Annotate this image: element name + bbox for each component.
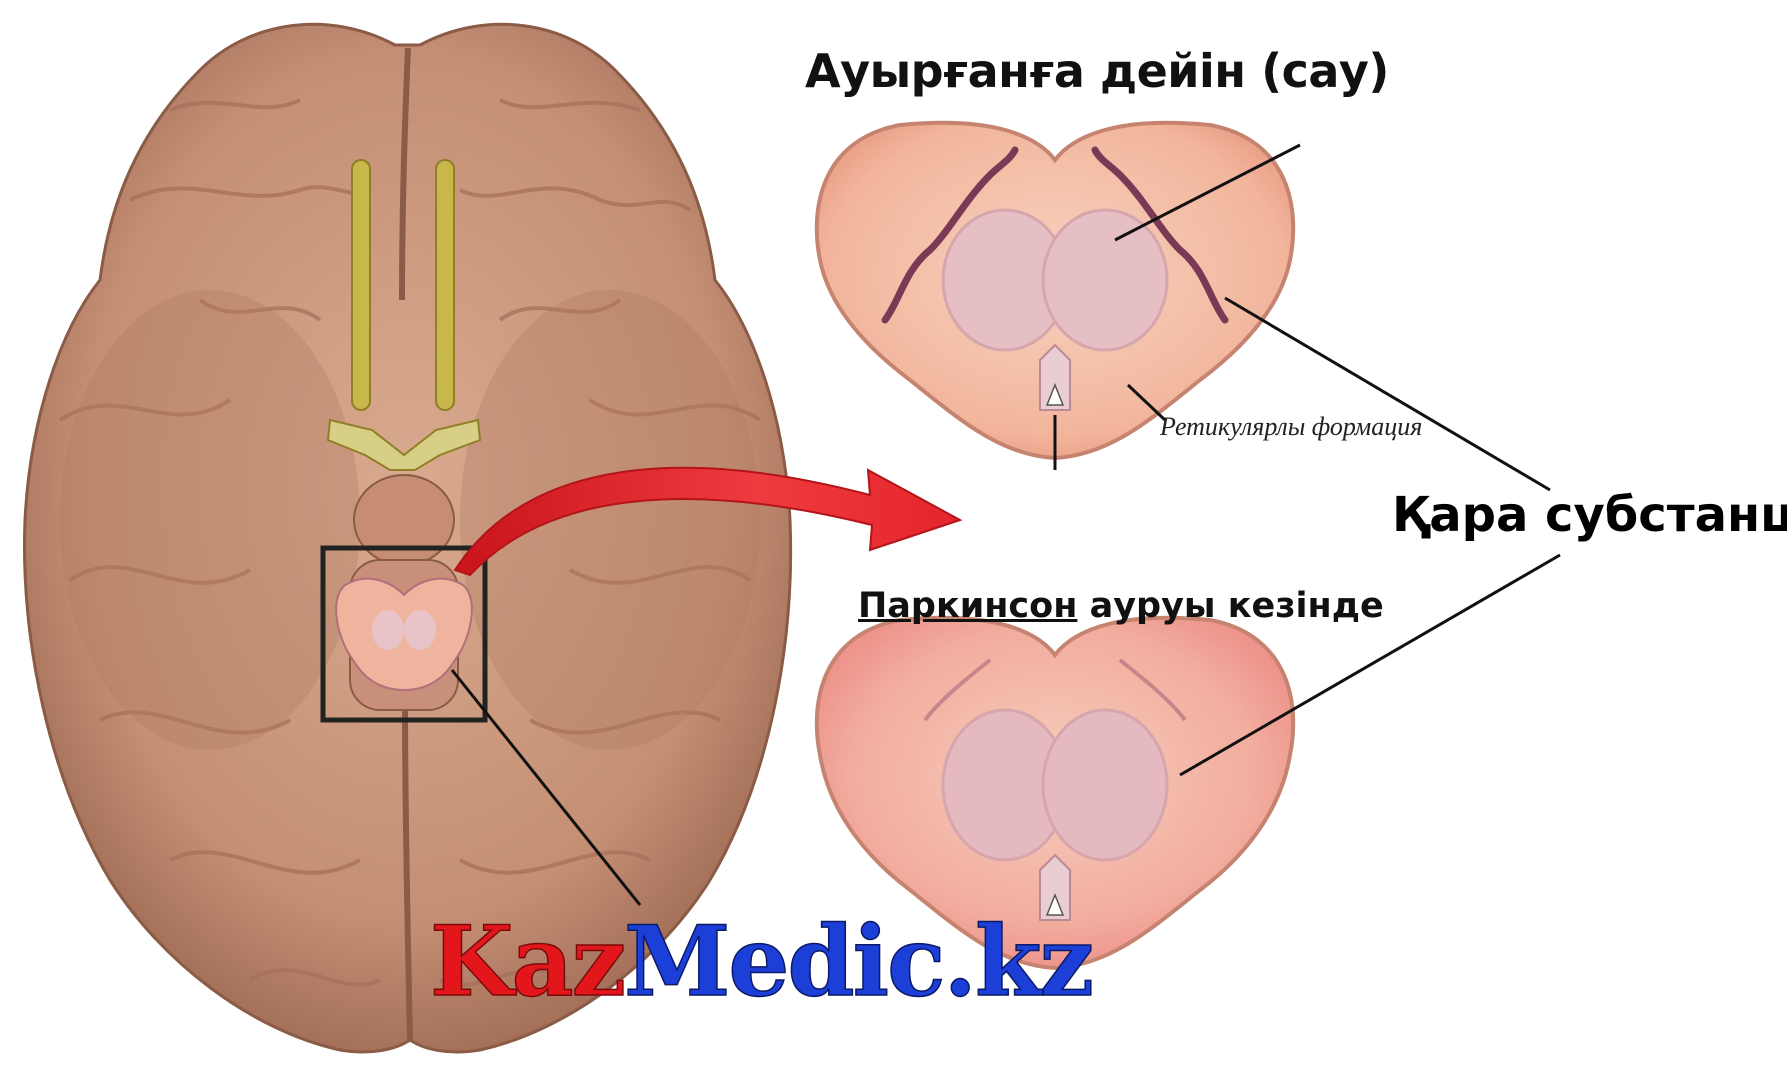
olfactory-tract-left <box>352 160 370 410</box>
brain-inferior-view <box>24 24 790 1052</box>
parkinson-peduncle-right <box>1043 710 1167 860</box>
watermark-part-kaz: Kaz <box>430 905 624 1018</box>
healthy-title: Ауырғанға дейін (сау) <box>805 44 1389 98</box>
olfactory-tract-right <box>436 160 454 410</box>
healthy-peduncle-right <box>1043 210 1167 350</box>
leader-line-healthy-substantia <box>1225 298 1550 490</box>
temporal-lobe-left <box>60 290 360 750</box>
reticular-formation-label: Ретикулярлы формация <box>1160 412 1422 442</box>
kazmedic-watermark: KazMedic.kz <box>430 905 1092 1018</box>
watermark-part-medic: Medic.kz <box>624 905 1092 1018</box>
peduncle-small-left <box>372 610 404 650</box>
pons <box>354 475 454 565</box>
healthy-midbrain-section <box>817 123 1293 458</box>
parkinson-title-rest: ауруы кезінде <box>1077 586 1383 626</box>
parkinson-title-underlined: Паркинсон <box>858 586 1077 626</box>
peduncle-small-right <box>404 610 436 650</box>
parkinson-title: Паркинсон ауруы кезінде <box>858 586 1384 626</box>
substantia-nigra-label: Қара субстанция <box>1392 487 1787 543</box>
